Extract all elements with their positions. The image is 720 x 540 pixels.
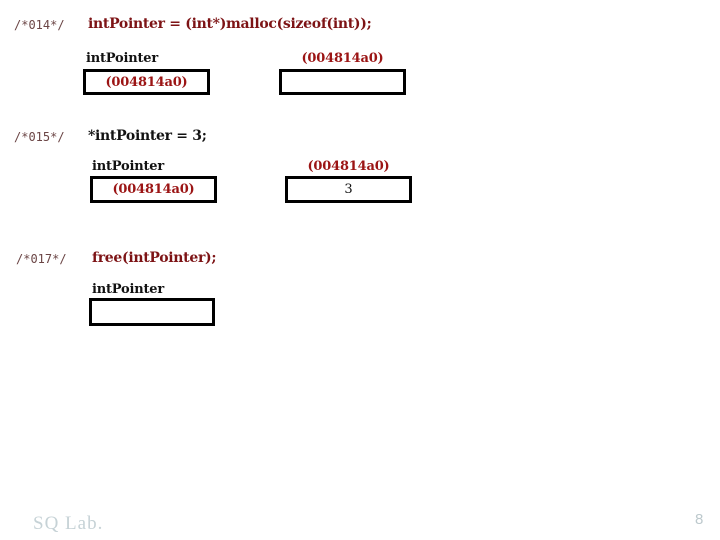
heap-cell-box: 3 [285,176,412,203]
heap-address-label: (004814a0) [301,51,384,66]
comment-label-015: /*015*/ [14,130,65,144]
pointer-variable-label: intPointer [86,51,159,66]
code-statement-malloc: intPointer = (int*)malloc(sizeof(int)); [88,16,372,32]
pointer-variable-label: intPointer [92,282,165,297]
heap-cell-value: 3 [344,182,353,197]
pointer-variable-box: (004814a0) [83,69,210,95]
pointer-variable-value: (004814a0) [112,182,195,197]
pointer-variable-value: (004814a0) [105,74,188,90]
heap-address-label: (004814a0) [307,159,390,174]
heap-cell-box [279,69,406,95]
comment-label-014: /*014*/ [14,18,65,32]
pointer-variable-box [89,298,215,326]
page-number: 8 [695,511,704,528]
comment-label-017: /*017*/ [16,252,67,266]
pointer-variable-box: (004814a0) [90,176,217,203]
code-statement-free: free(intPointer); [92,250,217,266]
pointer-variable-label: intPointer [92,159,165,174]
code-statement-assign: *intPointer = 3; [88,128,207,144]
footer-lab-name: SQ Lab. [33,513,104,534]
